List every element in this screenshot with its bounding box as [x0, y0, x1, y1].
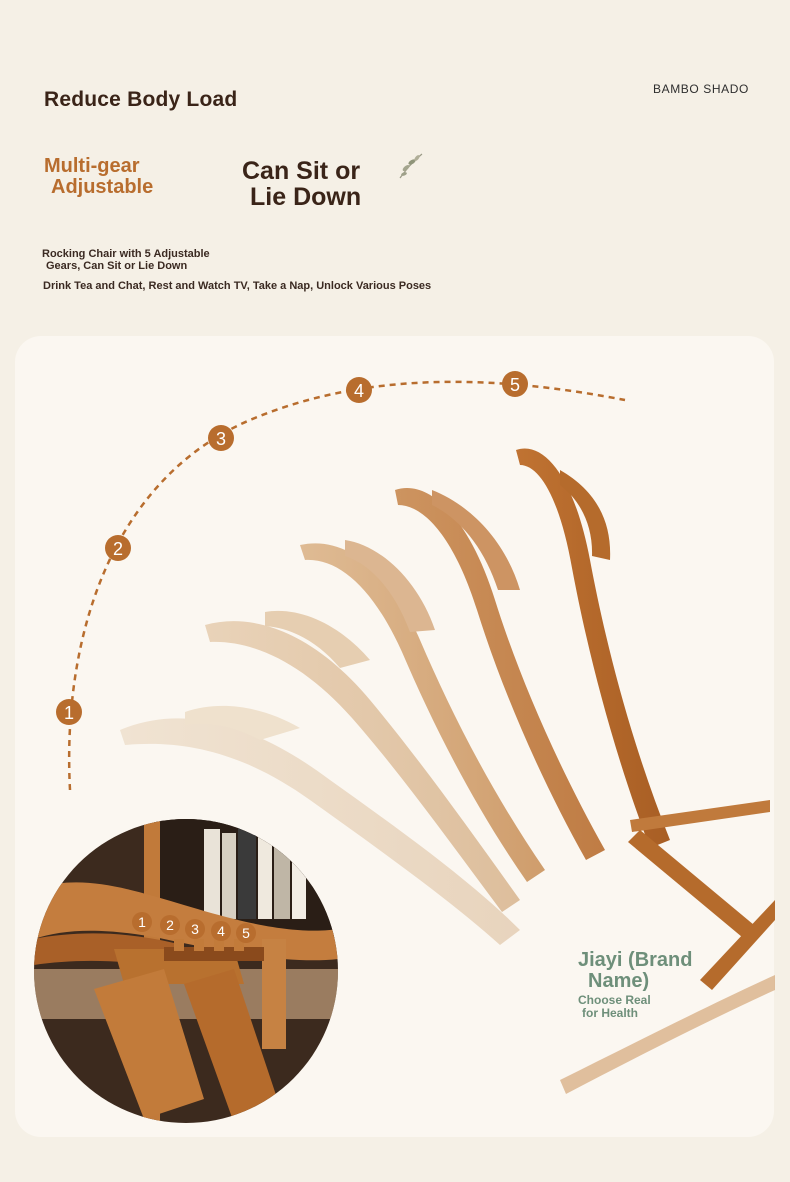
- gear-marker-2-label: 2: [113, 539, 123, 559]
- feature-adjustable-line2: Adjustable: [51, 176, 154, 198]
- gear-detail-illustration: 1 2 3 4 5: [34, 819, 338, 1123]
- feature-sit-lie-line2: Lie Down: [250, 183, 362, 211]
- detail-marker-4-label: 4: [217, 923, 225, 939]
- chair-position-3: [300, 540, 545, 882]
- detail-marker-5-label: 5: [242, 925, 250, 941]
- gear-marker-1: 1: [56, 699, 82, 725]
- gear-notches: [164, 939, 264, 961]
- gear-marker-5-label: 5: [510, 375, 520, 395]
- chair-position-5: [516, 448, 670, 848]
- watermark-subtitle: Choose Real for Health: [578, 994, 692, 1020]
- feature-sit-lie-line1: Can Sit or: [242, 157, 361, 185]
- gear-detail-closeup: 1 2 3 4 5: [34, 819, 338, 1123]
- feature-adjustable-line1: Multi-gear: [44, 155, 140, 177]
- detail-marker-2: 2: [160, 915, 180, 935]
- watermark-sub-line2: for Health: [582, 1006, 639, 1020]
- detail-marker-1: 1: [132, 912, 152, 932]
- gear-marker-3: 3: [208, 425, 234, 451]
- description-line3: Drink Tea and Chat, Rest and Watch TV, T…: [43, 280, 432, 292]
- detail-marker-2-label: 2: [166, 917, 174, 933]
- leaf-sprig-icon: [399, 153, 423, 179]
- detail-marker-4: 4: [211, 921, 231, 941]
- gear-marker-4-label: 4: [354, 381, 364, 401]
- feature-adjustable: Multi-gear Adjustable: [44, 156, 153, 198]
- gear-marker-4: 4: [346, 377, 372, 403]
- detail-marker-3: 3: [185, 919, 205, 939]
- description-line1: Rocking Chair with 5 Adjustable: [42, 248, 210, 260]
- chair-frame: [560, 800, 775, 1094]
- gear-marker-5: 5: [502, 371, 528, 397]
- gear-marker-1-label: 1: [64, 703, 74, 723]
- detail-marker-5: 5: [236, 923, 256, 943]
- chair-position-2: [205, 610, 520, 912]
- feature-sit-lie: Can Sit or Lie Down: [242, 158, 361, 210]
- watermark-title: Jiayi (Brand Name): [578, 950, 692, 992]
- watermark-sub-line1: Choose Real: [578, 993, 651, 1007]
- gear-marker-2: 2: [105, 535, 131, 561]
- brand-name: BAMBO SHADO: [653, 82, 749, 96]
- chair-position-4: [395, 487, 605, 860]
- detail-marker-3-label: 3: [191, 921, 199, 937]
- watermark-title-line1: Jiayi (Brand: [578, 949, 693, 971]
- headline: Reduce Body Load: [44, 88, 238, 111]
- brand-watermark: Jiayi (Brand Name) Choose Real for Healt…: [578, 950, 692, 1020]
- gear-marker-3-label: 3: [216, 429, 226, 449]
- description-line2: Gears, Can Sit or Lie Down: [46, 260, 188, 272]
- chair-position-1: [120, 705, 520, 945]
- detail-marker-1-label: 1: [138, 914, 146, 930]
- watermark-title-line2: Name): [588, 970, 650, 992]
- description-block: Rocking Chair with 5 Adjustable Gears, C…: [42, 248, 210, 272]
